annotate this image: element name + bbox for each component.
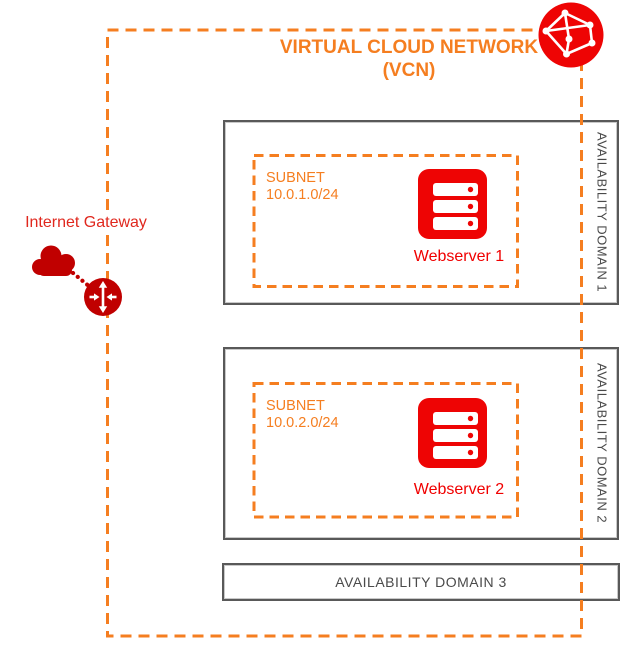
- webserver-2-label: Webserver 2: [413, 481, 505, 498]
- subnet-2-title: SUBNET: [266, 398, 325, 414]
- availability-domain-1-label: AVAILABILITY DOMAIN 1: [594, 132, 610, 293]
- server-stack-icon-1: [418, 169, 487, 239]
- webserver-1-label: Webserver 1: [413, 248, 505, 265]
- vcn-network-icon: [538, 2, 604, 68]
- availability-domain-3-box: AVAILABILITY DOMAIN 3: [222, 563, 620, 601]
- subnet-1-title: SUBNET: [266, 170, 325, 186]
- availability-domain-2-label: AVAILABILITY DOMAIN 2: [594, 363, 610, 524]
- diagram-title-line1: VIRTUAL CLOUD NETWORK: [279, 37, 539, 58]
- cloud-icon: [32, 245, 75, 276]
- diagram-title: VIRTUAL CLOUD NETWORK (VCN): [248, 36, 570, 82]
- diagram-title-line2: (VCN): [382, 60, 436, 81]
- subnet-1-text: SUBNET 10.0.1.0/24: [266, 170, 339, 204]
- internet-gateway-label: Internet Gateway: [13, 212, 159, 234]
- router-arrows-icon: [84, 278, 122, 316]
- server-stack-icon-2: [418, 398, 487, 468]
- subnet-2-text: SUBNET 10.0.2.0/24: [266, 398, 339, 432]
- subnet-1-cidr: 10.0.1.0/24: [266, 187, 339, 203]
- availability-domain-3-label: AVAILABILITY DOMAIN 3: [335, 574, 507, 590]
- subnet-2-cidr: 10.0.2.0/24: [266, 415, 339, 431]
